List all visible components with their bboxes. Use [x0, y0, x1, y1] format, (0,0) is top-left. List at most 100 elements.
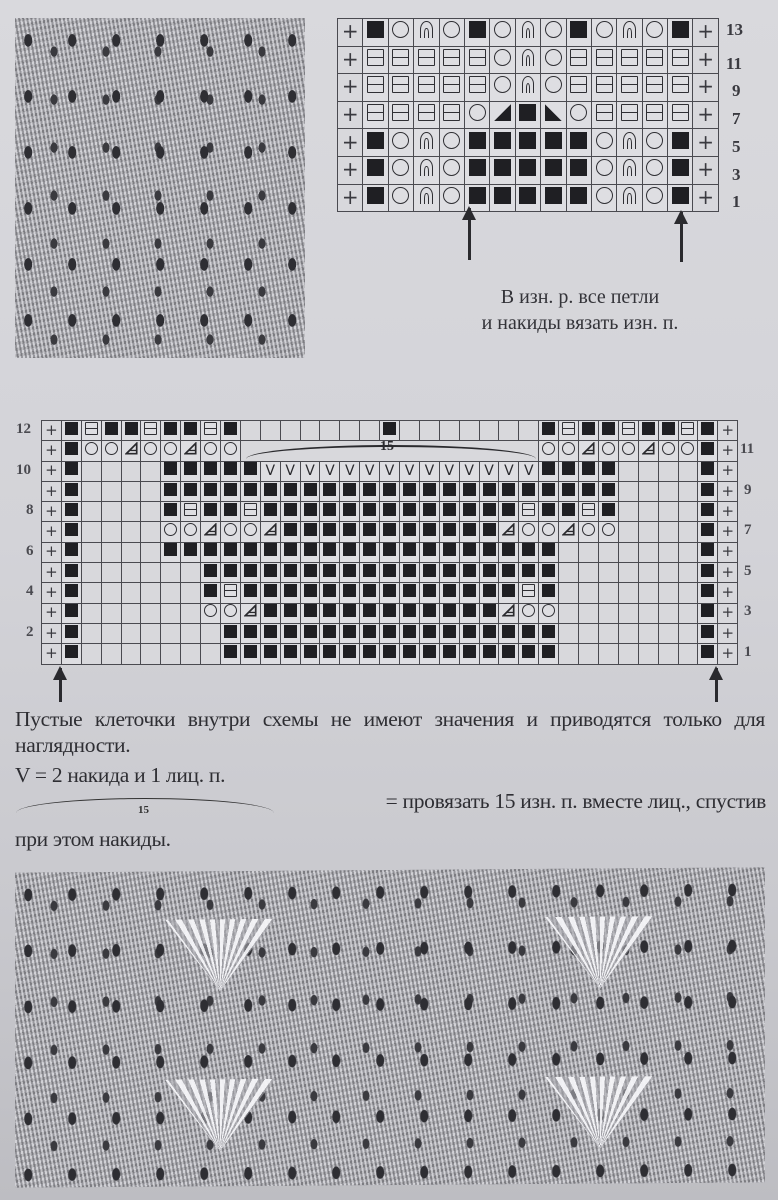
chart-cell — [299, 643, 321, 665]
chart-cell — [458, 480, 480, 503]
purl-bar-icon — [595, 48, 613, 66]
filled-square-icon — [363, 482, 377, 496]
chart-cell — [413, 183, 440, 213]
circle-icon — [646, 159, 664, 177]
filled-square-icon — [383, 604, 397, 618]
filled-square-icon — [701, 563, 715, 577]
filled-square-icon — [323, 563, 337, 577]
chart-cell — [239, 460, 261, 482]
chart-cell — [677, 501, 699, 523]
chart-cell — [259, 419, 281, 442]
chart-cell — [259, 480, 281, 503]
chart-cell — [279, 541, 301, 564]
filled-square-icon — [383, 502, 397, 516]
chart-cell — [379, 521, 401, 543]
chart-cell — [463, 100, 491, 130]
chart-cell — [637, 521, 659, 543]
filled-square-icon — [542, 543, 556, 557]
row-number: 1 — [732, 192, 741, 212]
filled-square-icon — [164, 482, 178, 496]
chart-cell — [565, 183, 592, 213]
purl-bar-icon — [646, 48, 664, 66]
chart-cell — [498, 541, 520, 564]
chart-cell: + — [41, 582, 62, 604]
chart-cell — [578, 460, 599, 482]
chart-cell — [60, 460, 82, 482]
knit-sample-photo-bottom — [15, 867, 765, 1188]
chart-cell — [667, 45, 694, 75]
chart-cell — [458, 562, 480, 584]
chart-cell — [597, 501, 619, 523]
chart-cell — [120, 460, 142, 482]
chart-cell — [637, 440, 659, 462]
chart-cell: + — [41, 460, 62, 482]
chart-cell — [220, 541, 241, 564]
plus-icon: + — [341, 129, 359, 154]
filled-square-icon — [223, 502, 237, 516]
filled-square-icon — [64, 502, 78, 516]
chart-cell — [60, 419, 82, 442]
chart-cell — [387, 183, 415, 213]
purl-bar-icon — [570, 48, 588, 66]
chart-cell — [100, 541, 122, 564]
chart-cell — [160, 643, 182, 665]
filled-square-icon — [482, 563, 496, 577]
chart-cell — [359, 501, 381, 523]
filled-square-icon — [402, 584, 416, 598]
outline-triangle-icon — [502, 523, 515, 536]
chart-row: ++ — [336, 128, 719, 157]
chart-cell — [359, 480, 381, 503]
chart-cell — [200, 460, 222, 482]
chart-cell — [677, 460, 699, 482]
purl-bar-icon — [671, 76, 689, 94]
arch-icon — [623, 159, 636, 177]
chart-cell — [180, 501, 202, 523]
filled-square-icon — [402, 502, 416, 516]
filled-square-icon — [303, 624, 317, 638]
filled-square-icon — [601, 421, 615, 435]
chart-cell — [80, 582, 102, 604]
chart-cell — [279, 480, 301, 503]
chart-cell — [438, 562, 460, 584]
chart-cell — [319, 419, 341, 442]
plus-icon: + — [45, 461, 58, 480]
filled-square-icon — [482, 482, 496, 496]
circle-icon — [542, 604, 556, 618]
chart-cell — [379, 541, 401, 564]
chart-cell — [518, 622, 540, 645]
chart-cell — [438, 582, 460, 604]
chart-cell — [458, 501, 480, 523]
chart-cell — [438, 622, 460, 645]
chart-cell — [657, 460, 679, 482]
chart-cell — [514, 128, 542, 157]
chart-cell — [597, 440, 619, 462]
circle-icon — [392, 186, 410, 204]
chart-cell: + — [336, 128, 364, 157]
purl-bar-icon — [522, 584, 536, 598]
chart-cell — [518, 501, 540, 523]
filled-square-icon — [544, 186, 562, 204]
filled-square-icon — [263, 563, 277, 577]
filled-square-icon — [303, 523, 317, 537]
row-number: 11 — [740, 441, 755, 457]
filled-square-icon — [343, 563, 357, 577]
chart-cell — [120, 602, 142, 624]
filled-square-icon — [701, 543, 715, 557]
chart-cell — [558, 521, 580, 543]
filled-square-icon — [223, 482, 237, 496]
row-number: 9 — [732, 81, 741, 101]
chart-cell — [160, 582, 182, 604]
v-icon: V — [424, 463, 435, 480]
chart-cell — [200, 602, 222, 624]
filled-square-icon — [383, 624, 397, 638]
filled-square-icon — [243, 482, 257, 496]
filled-square-icon — [283, 523, 297, 537]
chart-cell: V — [299, 460, 321, 482]
filled-square-icon — [542, 584, 556, 598]
filled-square-icon — [462, 482, 476, 496]
row-number: 10 — [16, 461, 31, 478]
filled-square-icon — [223, 543, 237, 557]
chart-cell — [239, 602, 261, 624]
circle-icon — [542, 523, 556, 537]
chart-cell — [100, 460, 122, 482]
